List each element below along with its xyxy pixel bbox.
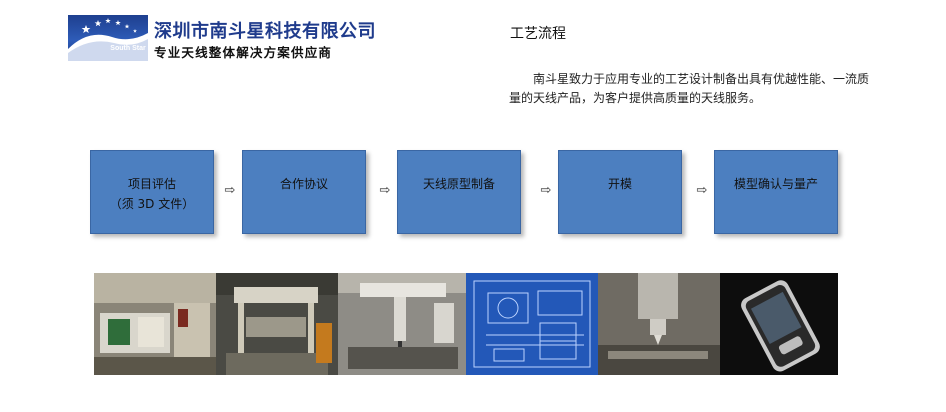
company-logo: South Star 深圳市南斗星科技有限公司 专业天线整体解决方案供应商 [68, 15, 376, 61]
arrow-right-icon: ⇨ [696, 183, 708, 198]
mobile-phone-product-photo [720, 273, 838, 375]
mold-blueprint-drawing-photo [466, 273, 598, 375]
arrow-right-icon: ⇨ [540, 183, 552, 198]
step-label: 项目评估 [127, 177, 176, 191]
step-sublabel: （须 3D 文件） [109, 197, 195, 211]
logo-english-text: South Star [110, 45, 146, 52]
mold-press-workshop-photo [216, 273, 338, 375]
company-name: 深圳市南斗星科技有限公司 [154, 21, 376, 42]
step-label: 模型确认与量产 [733, 177, 818, 191]
step-mold-opening: 开模 [558, 150, 682, 234]
step-antenna-prototype: 天线原型制备 [397, 150, 521, 234]
page-title: 工艺流程 [510, 26, 566, 42]
cnc-machining-photo [598, 273, 720, 375]
process-flow: 项目评估 （须 3D 文件） ⇨ 合作协议 ⇨ 天线原型制备 ⇨ 开模 ⇨ 模型… [90, 150, 838, 234]
step-project-evaluation: 项目评估 （须 3D 文件） [90, 150, 214, 234]
photo-strip [94, 273, 838, 375]
intro-paragraph: 南斗星致力于应用专业的工艺设计制备出具有优越性能、一流质量的天线产品，为客户提供… [509, 72, 870, 105]
step-label: 开模 [607, 177, 632, 191]
cmm-measuring-machine-photo [338, 273, 466, 375]
step-label: 合作协议 [279, 177, 328, 191]
step-label: 天线原型制备 [422, 177, 495, 191]
arrow-right-icon: ⇨ [224, 183, 236, 198]
step-model-confirm-production: 模型确认与量产 [714, 150, 838, 234]
company-slogan: 专业天线整体解决方案供应商 [154, 45, 333, 60]
south-star-emblem: South Star [68, 15, 148, 61]
injection-molding-machine-photo [94, 273, 216, 375]
step-cooperation-agreement: 合作协议 [242, 150, 366, 234]
arrow-right-icon: ⇨ [379, 183, 391, 198]
